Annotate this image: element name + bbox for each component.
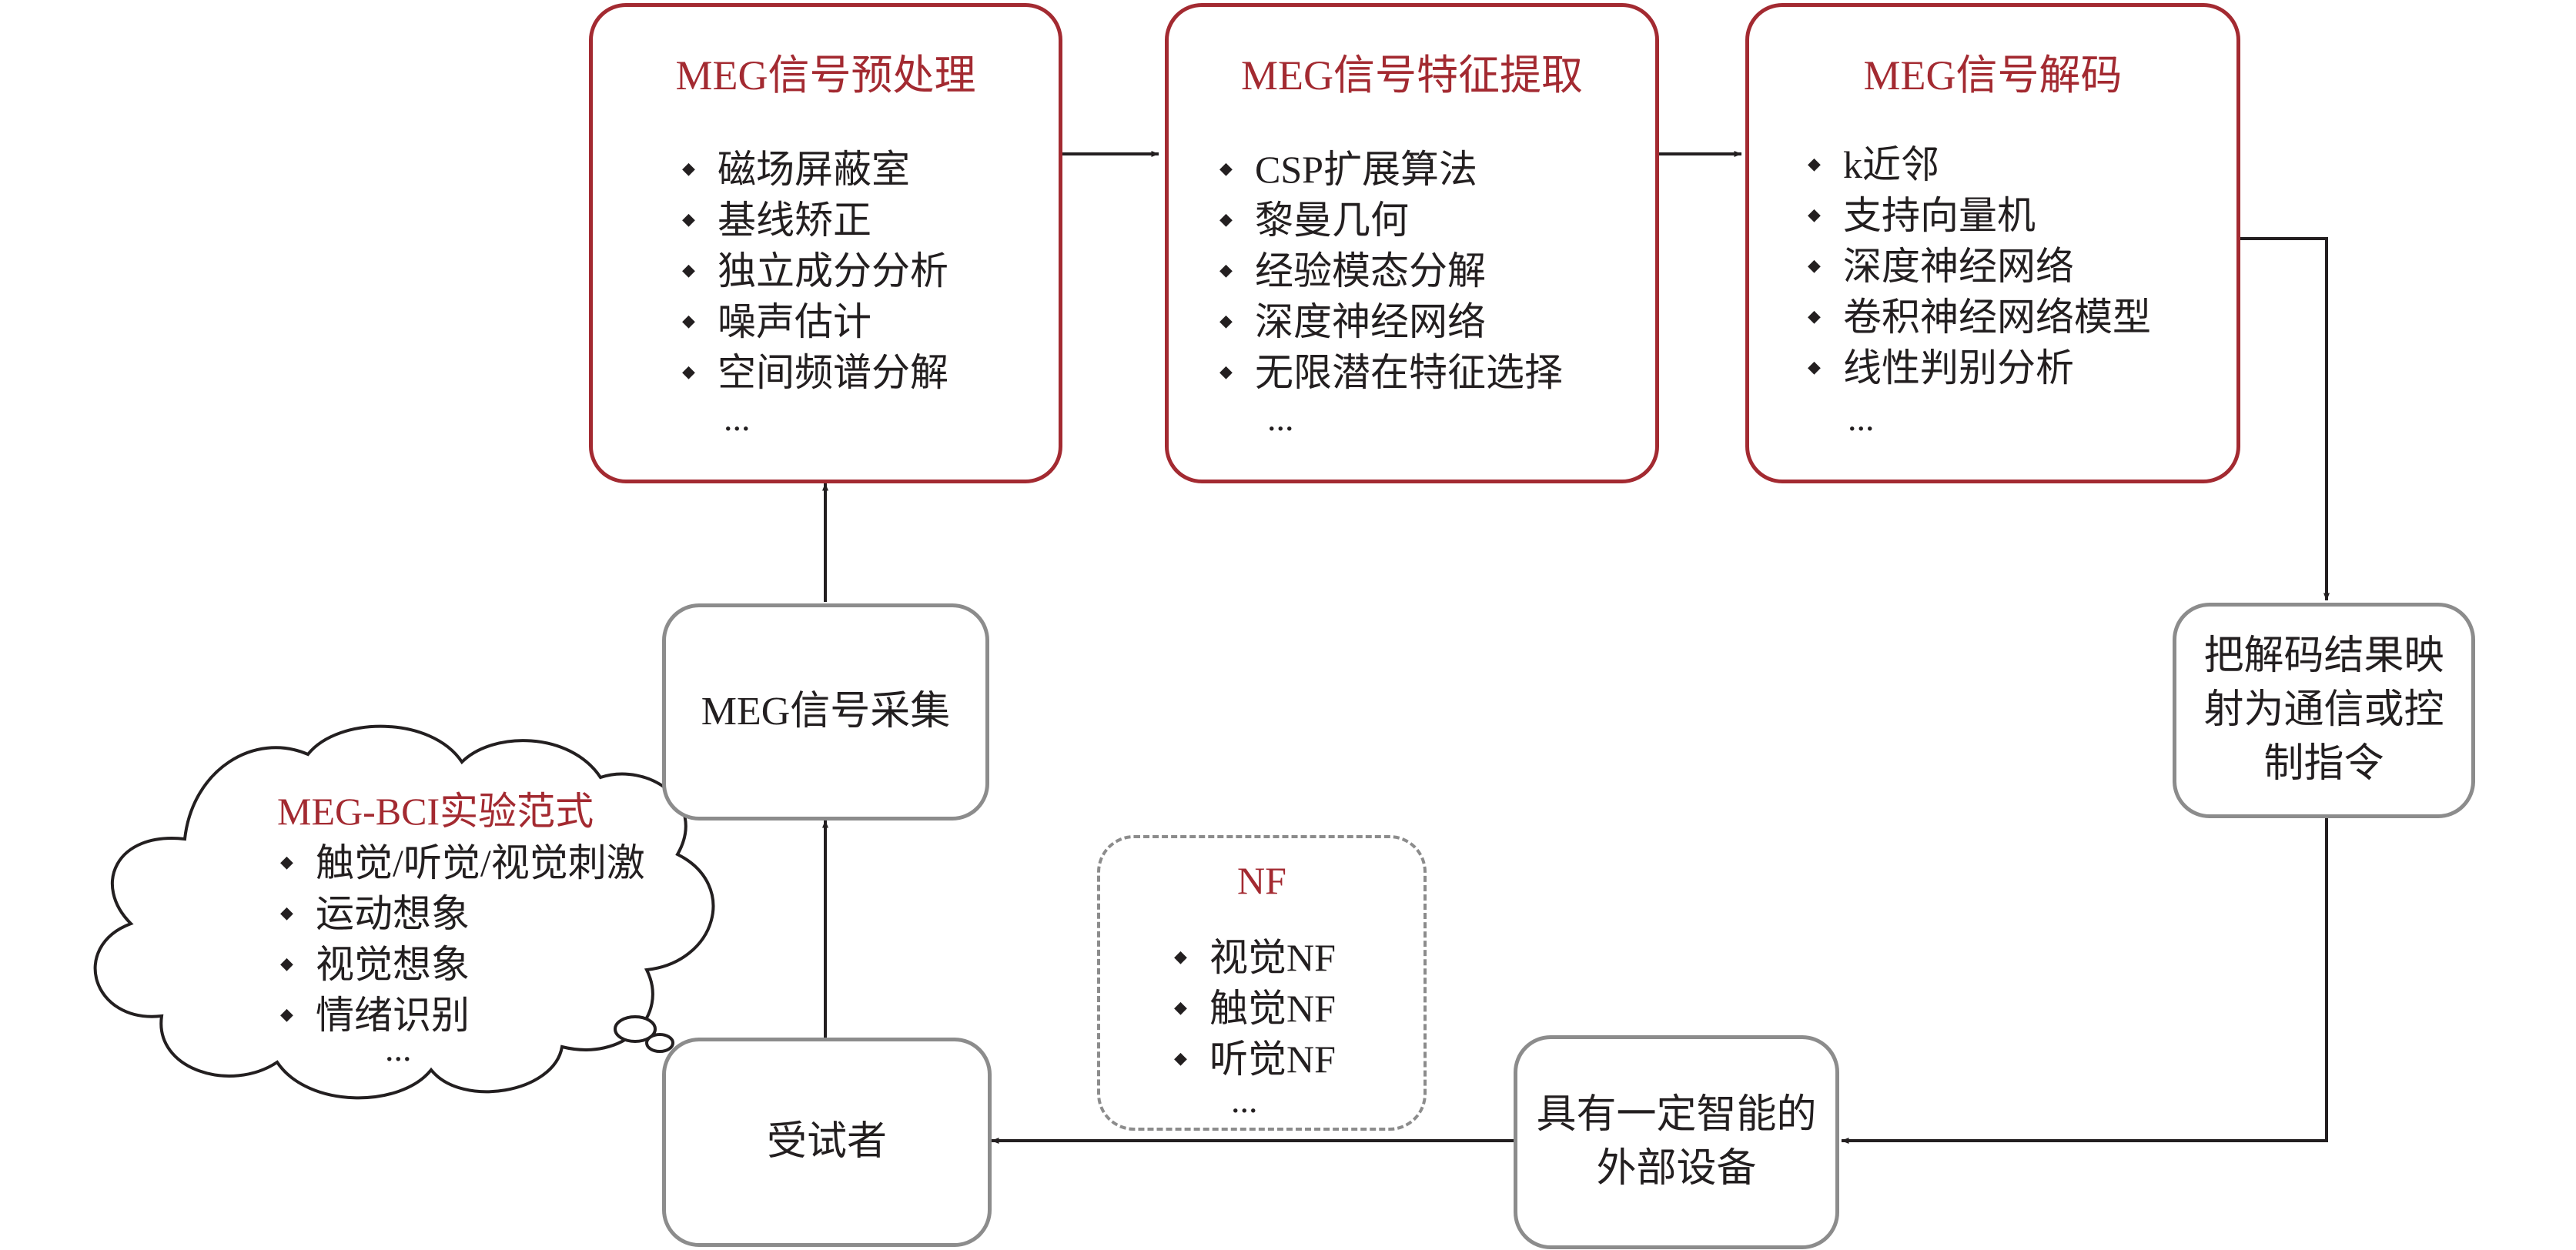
decode-more: ...: [1848, 399, 1875, 438]
mapping-box: 把解码结果映射为通信或控制指令: [2173, 603, 2475, 818]
paradigm-more: ...: [385, 1029, 412, 1068]
list-item: 触觉/听觉/视觉刺激: [276, 837, 645, 888]
decode-title: MEG信号解码: [1863, 52, 2123, 99]
preprocess-list: 磁场屏蔽室 基线矫正 独立成分分析 噪声估计 空间频谱分解: [677, 144, 948, 398]
list-item: 线性判别分析: [1803, 343, 2151, 393]
nf-box: NF 视觉NF 触觉NF 听觉NF ...: [1097, 835, 1427, 1131]
list-item: 深度神经网络: [1803, 241, 2151, 292]
acquisition-box: MEG信号采集: [662, 603, 989, 821]
list-item: 深度神经网络: [1215, 296, 1563, 347]
preprocess-more: ...: [724, 399, 751, 438]
list-item: 运动想象: [276, 888, 645, 939]
feature-box: MEG信号特征提取 CSP扩展算法 黎曼几何 经验模态分解 深度神经网络 无限潜…: [1165, 3, 1659, 483]
nf-title: NF: [1237, 859, 1286, 902]
acquisition-text: MEG信号采集: [701, 690, 951, 734]
list-item: 经验模态分解: [1215, 246, 1563, 296]
list-item: 听觉NF: [1169, 1034, 1336, 1085]
nf-list: 视觉NF 触觉NF 听觉NF: [1169, 932, 1336, 1085]
list-item: 视觉想象: [276, 939, 645, 990]
list-item: CSP扩展算法: [1215, 144, 1563, 195]
preprocess-box: MEG信号预处理 磁场屏蔽室 基线矫正 独立成分分析 噪声估计 空间频谱分解 .…: [589, 3, 1062, 483]
feature-title: MEG信号特征提取: [1241, 52, 1583, 99]
preprocess-title: MEG信号预处理: [675, 52, 976, 99]
list-item: 触觉NF: [1169, 983, 1336, 1034]
list-item: 独立成分分析: [677, 246, 948, 296]
list-item: 空间频谱分解: [677, 347, 948, 398]
list-item: 视觉NF: [1169, 932, 1336, 983]
list-item: 支持向量机: [1803, 190, 2151, 241]
subject-box: 受试者: [662, 1038, 992, 1247]
feature-more: ...: [1267, 399, 1294, 438]
decode-box: MEG信号解码 k近邻 支持向量机 深度神经网络 卷积神经网络模型 线性判别分析…: [1745, 3, 2240, 483]
feature-list: CSP扩展算法 黎曼几何 经验模态分解 深度神经网络 无限潜在特征选择: [1215, 144, 1563, 398]
list-item: 卷积神经网络模型: [1803, 292, 2151, 343]
list-item: k近邻: [1803, 139, 2151, 190]
nf-more: ...: [1231, 1081, 1258, 1120]
list-item: 无限潜在特征选择: [1215, 347, 1563, 398]
list-item: 噪声估计: [677, 296, 948, 347]
decode-list: k近邻 支持向量机 深度神经网络 卷积神经网络模型 线性判别分析: [1803, 139, 2151, 393]
list-item: 基线矫正: [677, 195, 948, 246]
subject-text: 受试者: [766, 1120, 887, 1164]
thought-bubble-small: [645, 1033, 674, 1053]
list-item: 情绪识别: [276, 990, 645, 1041]
device-box: 具有一定智能的外部设备: [1514, 1035, 1839, 1249]
arrow-decode-to-mapping: [2240, 237, 2330, 601]
arrow-mapping-to-device: [1841, 818, 2328, 1144]
device-text: 具有一定智能的外部设备: [1536, 1093, 1817, 1191]
paradigm-list: 触觉/听觉/视觉刺激 运动想象 视觉想象 情绪识别: [276, 837, 645, 1041]
mapping-text: 把解码结果映射为通信或控制指令: [2203, 634, 2444, 786]
paradigm-title: MEG-BCI实验范式: [277, 790, 594, 833]
list-item: 磁场屏蔽室: [677, 144, 948, 195]
list-item: 黎曼几何: [1215, 195, 1563, 246]
